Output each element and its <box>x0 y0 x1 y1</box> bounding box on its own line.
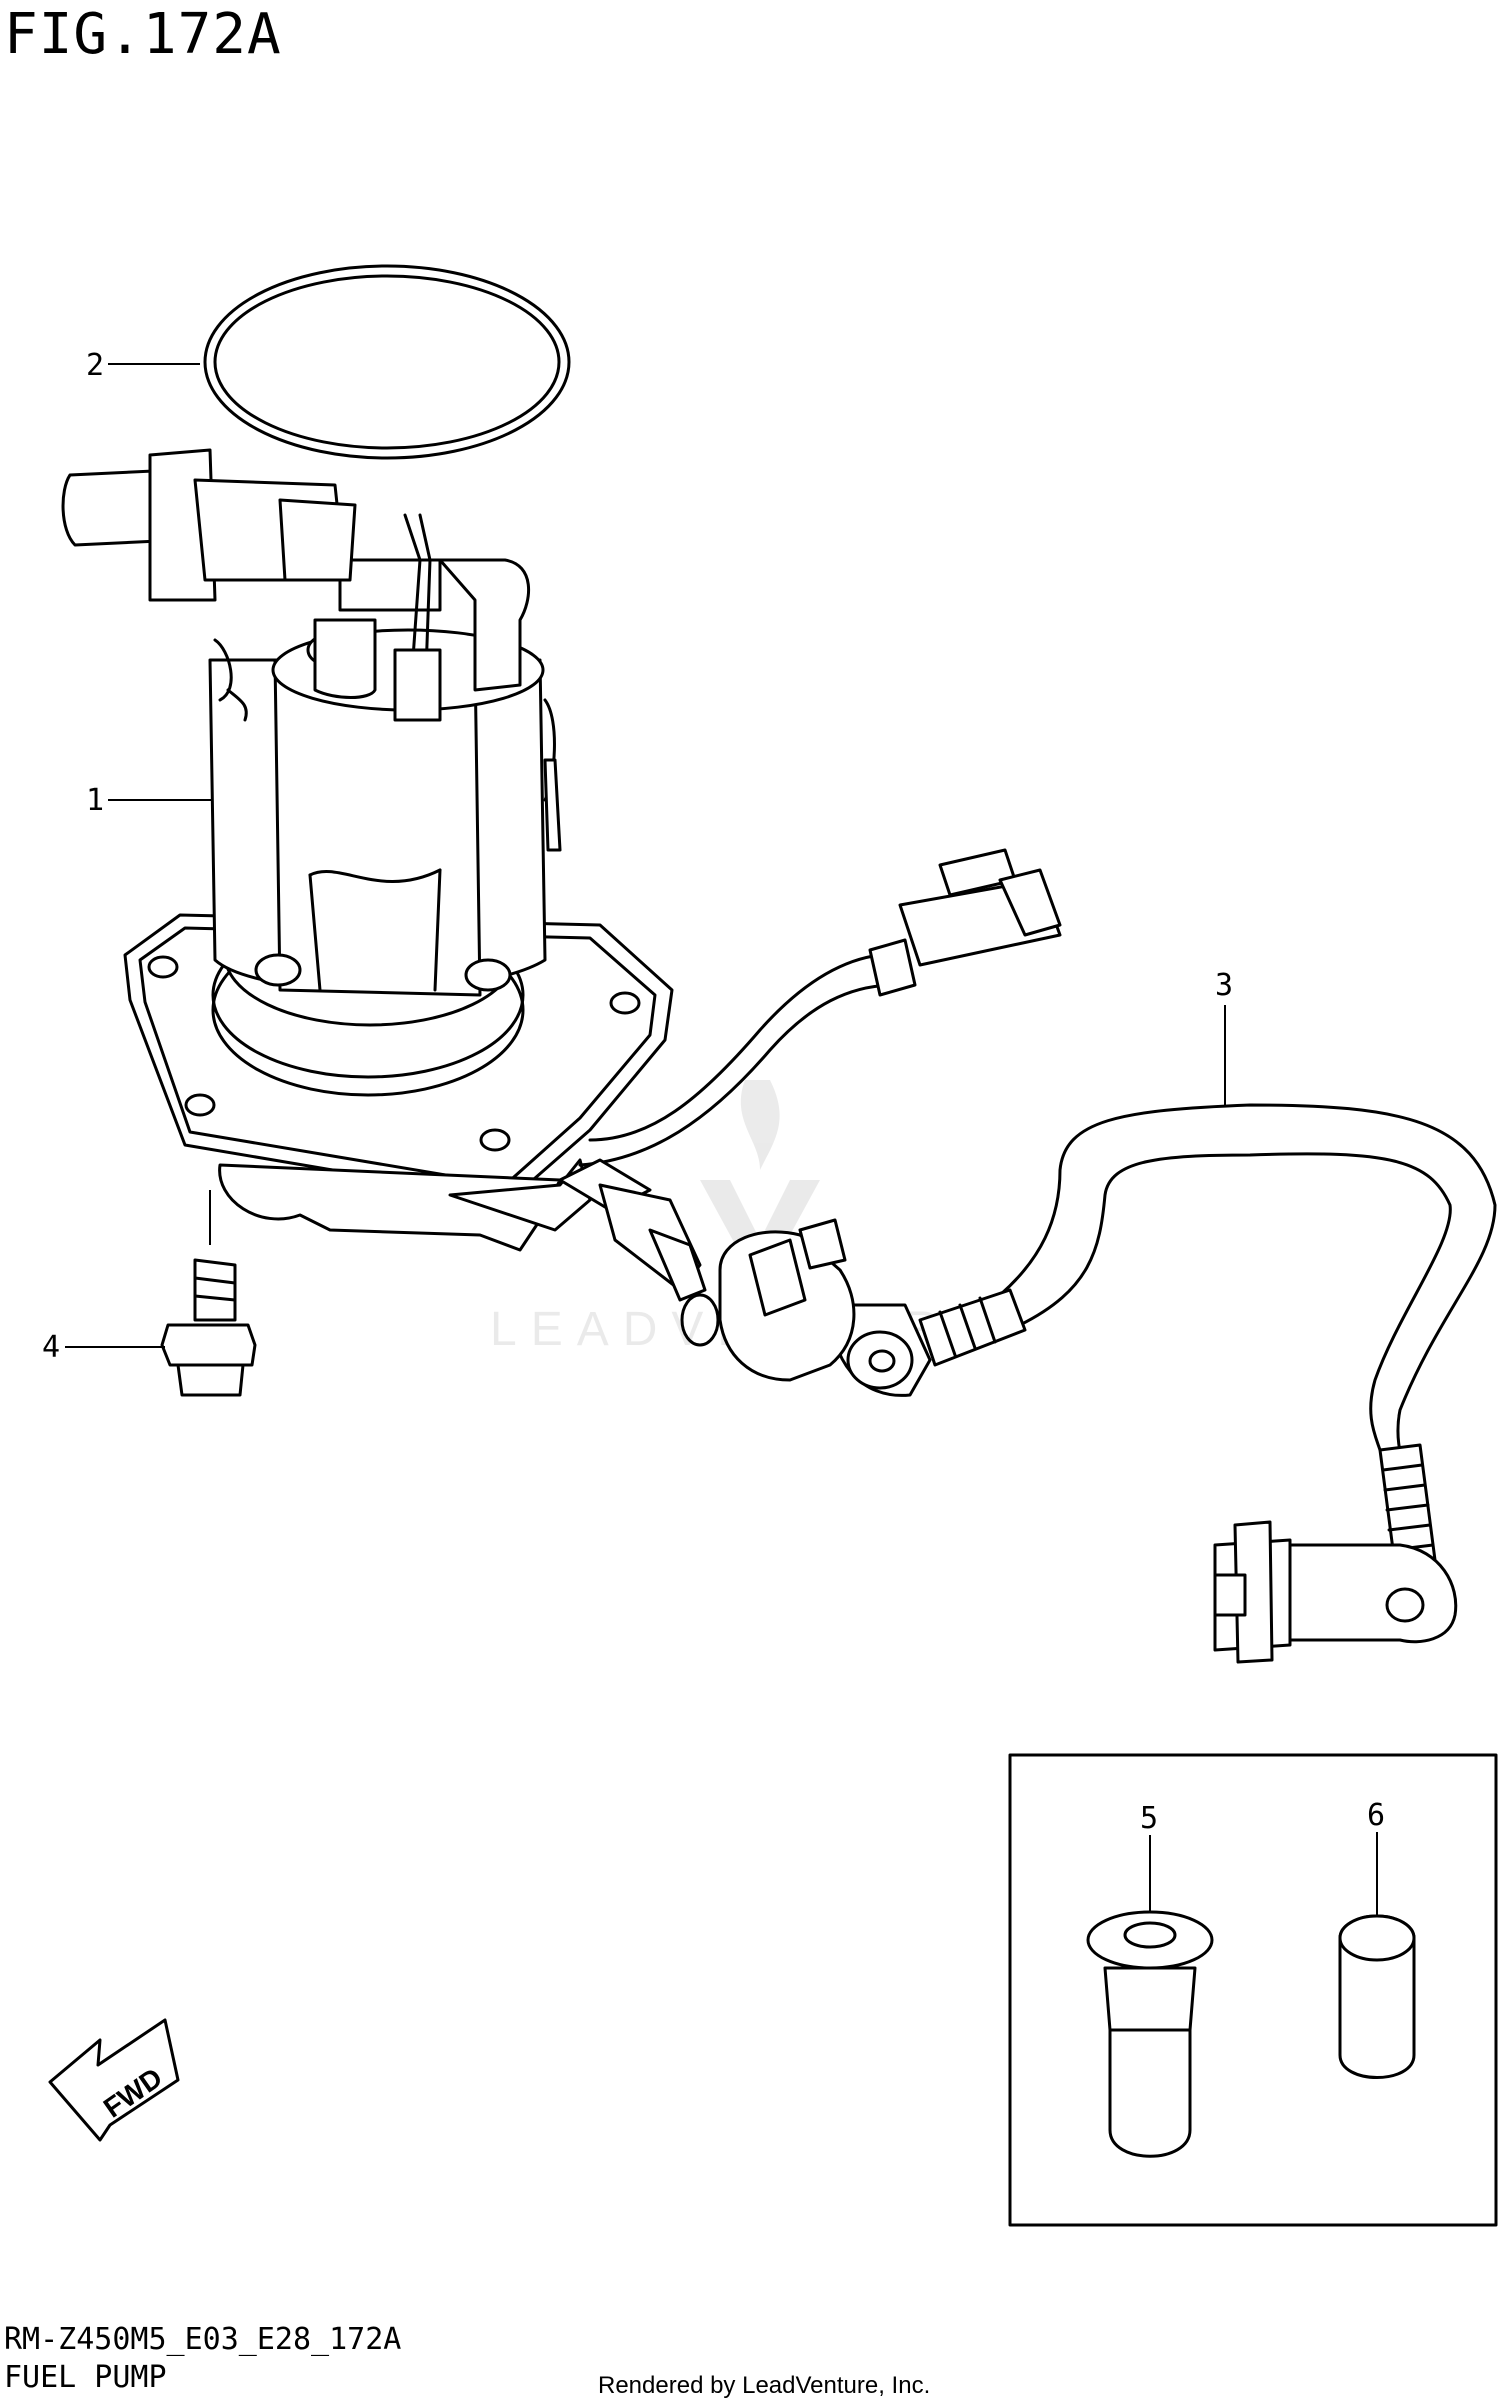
callout-3: 3 <box>1215 968 1233 1003</box>
strainer-cap-part <box>1086 1910 1214 2158</box>
callout-5: 5 <box>1140 1801 1158 1836</box>
diagram-code: RM-Z450M5_E03_E28_172A <box>4 2322 402 2357</box>
diagram-name: FUEL PUMP <box>4 2360 167 2395</box>
bolt-part <box>160 1258 257 1397</box>
callout-6: 6 <box>1367 1798 1385 1833</box>
inset-box <box>1008 1753 1498 2227</box>
rendered-by-credit: Rendered by LeadVenture, Inc. <box>598 2372 931 2399</box>
callout-1: 1 <box>86 783 104 818</box>
figure-title: FIG.172A <box>4 2 282 67</box>
sleeve-part <box>1338 1914 1416 2079</box>
callout-leaders <box>65 363 1378 1916</box>
fwd-arrow-icon: FWD <box>48 2018 180 2142</box>
callout-4: 4 <box>42 1330 60 1365</box>
fuel-pump-assembly <box>61 448 1062 1302</box>
fuel-hose-part <box>680 1103 1497 1664</box>
o-ring-part <box>203 264 571 460</box>
callout-2: 2 <box>86 348 104 383</box>
